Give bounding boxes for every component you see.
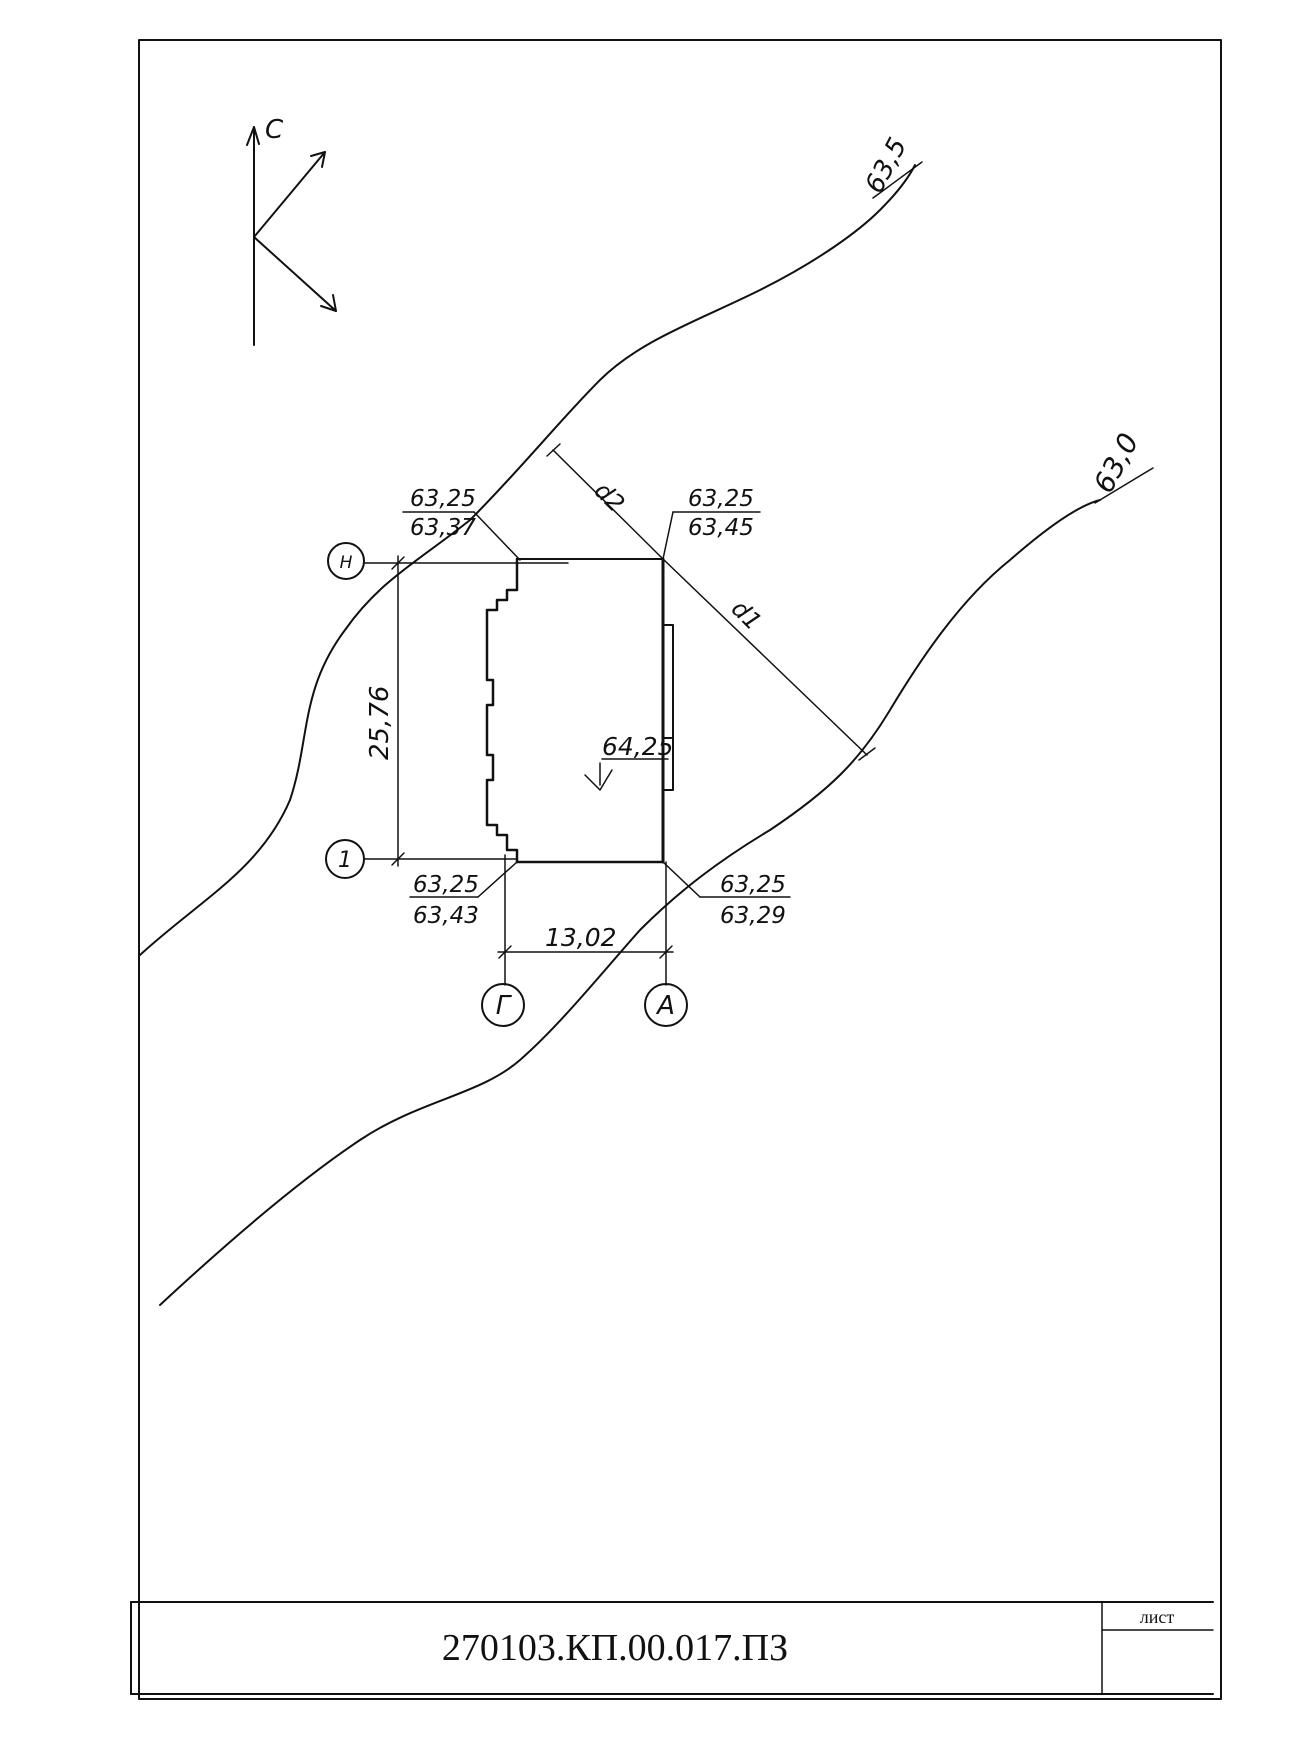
- building-footprint: [485, 557, 674, 864]
- contour-line-63-0: [159, 499, 1101, 1306]
- svg-text:63,25: 63,25: [688, 486, 754, 512]
- svg-text:63,29: 63,29: [720, 903, 786, 929]
- distance-d1: d1: [662, 558, 876, 761]
- width-value: 13,02: [545, 923, 617, 952]
- dimension-width: 13,02: [497, 854, 674, 986]
- svg-text:А: А: [655, 991, 675, 1021]
- corner-elevation-bottom-left: 63,25 63,43: [409, 861, 518, 929]
- svg-text:63,45: 63,45: [688, 515, 754, 541]
- distance-d2: d2: [546, 443, 664, 560]
- drawing-code: 270103.КП.00.017.ПЗ: [442, 1627, 788, 1669]
- corner-elevation-top-right: 63,25 63,45: [662, 486, 761, 560]
- title-block: 270103.КП.00.017.ПЗ лист: [130, 1601, 1214, 1695]
- axis-bubble-top: Н: [327, 542, 399, 580]
- axis-bubble-bottom: 1: [325, 839, 399, 879]
- north-label: С: [265, 115, 284, 145]
- contour-line-63-5: [139, 164, 916, 956]
- svg-text:d2: d2: [589, 476, 630, 517]
- length-value: 25,76: [365, 686, 395, 760]
- svg-text:63,37: 63,37: [410, 515, 476, 541]
- corner-elevation-top-left: 63,25 63,37: [402, 486, 521, 561]
- svg-text:d1: d1: [726, 594, 767, 635]
- svg-text:63,43: 63,43: [413, 903, 479, 929]
- svg-text:63,25: 63,25: [410, 486, 476, 512]
- contour-label-63-0: 63,0: [1087, 428, 1145, 499]
- dimension-length: 25,76: [365, 555, 569, 867]
- sheet-label: лист: [1140, 1607, 1175, 1627]
- svg-text:Г: Г: [496, 991, 513, 1021]
- axis-bubble-right: А: [644, 983, 688, 1027]
- north-arrow: С: [246, 115, 337, 346]
- axis-bubble-left: Г: [481, 983, 525, 1027]
- svg-text:Н: Н: [340, 553, 353, 573]
- floor-level-mark: 64,25: [584, 732, 674, 791]
- corner-elevation-bottom-right: 63,25 63,29: [662, 861, 791, 929]
- svg-text:63,25: 63,25: [413, 872, 479, 898]
- svg-text:1: 1: [338, 848, 352, 873]
- svg-text:63,25: 63,25: [720, 872, 786, 898]
- drawing-frame: [138, 39, 1222, 1700]
- floor-level-value: 64,25: [602, 732, 674, 761]
